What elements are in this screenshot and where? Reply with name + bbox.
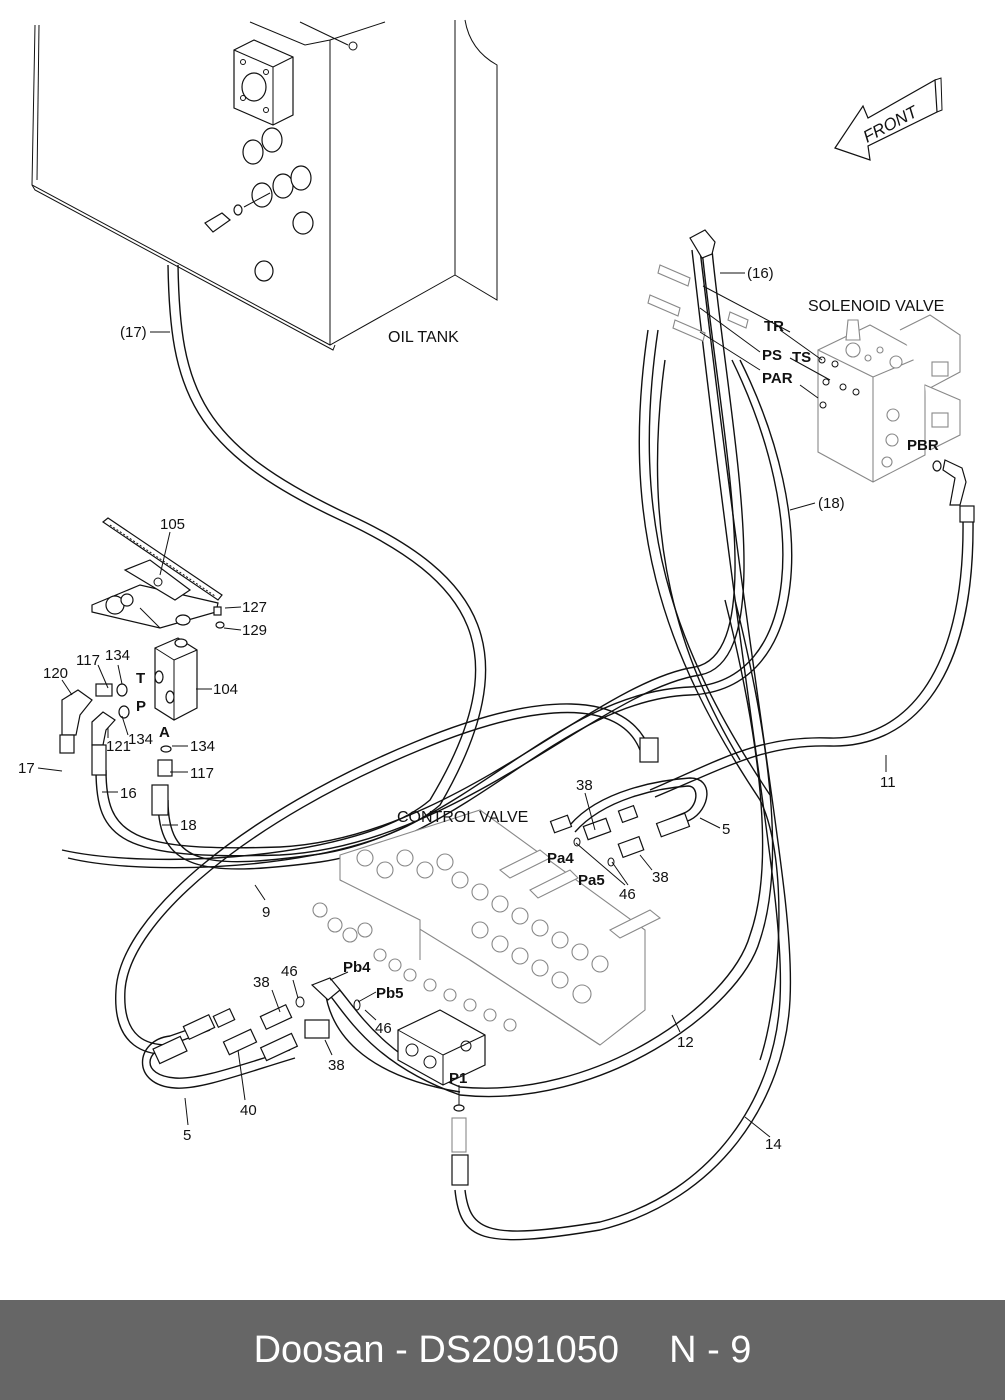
callout-121: 121	[106, 738, 131, 755]
callout-38-top: 38	[576, 777, 593, 794]
pilot-fittings-right	[549, 737, 691, 867]
port-pb4: Pb4	[343, 959, 371, 976]
oil-tank	[31, 19, 498, 351]
port-p: P	[136, 698, 146, 715]
front-direction-arrow: FRONT	[834, 77, 943, 161]
hydraulic-parts-diagram: OIL TANK FRONT	[18, 19, 975, 1241]
port-t: T	[136, 670, 145, 687]
footer-brand: Doosan	[253, 1328, 385, 1371]
callout-129: 129	[242, 622, 267, 639]
footer-separator: -	[395, 1328, 408, 1371]
port-pa5: Pa5	[578, 872, 605, 889]
callout-11: 11	[880, 774, 896, 791]
callout-9: 9	[262, 904, 270, 921]
port-a: A	[159, 724, 170, 741]
callout-117-low: 117	[190, 765, 214, 782]
callout-134-mid: 134	[128, 731, 153, 748]
callout-46-left: 46	[281, 963, 298, 980]
callout-14: 14	[765, 1136, 782, 1153]
callout-134-top: 134	[105, 647, 130, 664]
callout-46-pb5: 46	[375, 1020, 392, 1037]
control-valve-label: CONTROL VALVE	[397, 809, 528, 826]
pedal-valve-block-104	[154, 637, 198, 721]
port-par: PAR	[762, 370, 793, 387]
callout-40: 40	[240, 1102, 257, 1119]
callout-12: 12	[677, 1034, 694, 1051]
oil-tank-label: OIL TANK	[388, 329, 459, 346]
port-p1: P1	[449, 1070, 467, 1087]
callout-38-bottom: 38	[328, 1057, 345, 1074]
footer-part-number: DS2091050	[418, 1328, 620, 1371]
pilot-fittings-left	[152, 977, 361, 1065]
control-valve	[312, 809, 662, 1186]
port-ps: PS	[762, 347, 782, 364]
port-ts: TS	[792, 349, 811, 366]
callout-17-ref: (17)	[120, 324, 147, 341]
control-valve-spool-bores	[312, 849, 609, 1032]
callout-5-left: 5	[183, 1127, 191, 1144]
callout-134-low: 134	[190, 738, 215, 755]
port-pbr: PBR	[907, 437, 939, 454]
callout-38-right: 38	[652, 869, 669, 886]
port-pb5: Pb5	[376, 985, 404, 1002]
solenoid-valve	[647, 229, 975, 523]
leader-lines	[37, 272, 887, 1138]
callout-18-ref: (18)	[818, 495, 845, 512]
callout-38-left: 38	[253, 974, 270, 991]
callout-104: 104	[213, 681, 238, 698]
callout-127: 127	[242, 599, 267, 616]
footer-caption-bar: Doosan - DS2091050 N - 9	[0, 1300, 1005, 1400]
callout-120: 120	[43, 665, 68, 682]
callout-117-top: 117	[76, 652, 100, 669]
solenoid-valve-label: SOLENOID VALVE	[808, 298, 944, 315]
port-tr: TR	[764, 318, 784, 335]
port-pa4: Pa4	[547, 850, 574, 867]
callout-105: 105	[160, 516, 185, 533]
callout-46-right: 46	[619, 886, 636, 903]
callout-17: 17	[18, 760, 35, 777]
footer-page-ref: N - 9	[669, 1328, 752, 1371]
callout-16: 16	[120, 785, 137, 802]
callout-16-ref: (16)	[747, 265, 774, 282]
callout-18: 18	[180, 817, 197, 834]
hoses	[61, 249, 974, 1241]
callout-5-right: 5	[722, 821, 730, 838]
pedal-assembly	[91, 517, 223, 629]
